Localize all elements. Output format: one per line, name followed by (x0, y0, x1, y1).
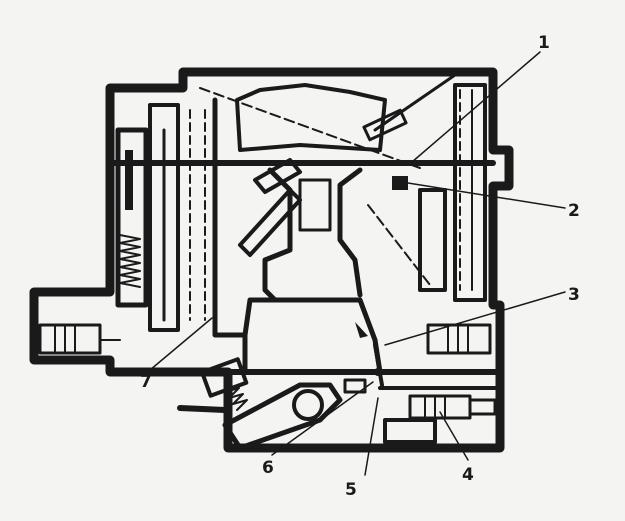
venturi-throat (298, 178, 332, 232)
flow-arrow (355, 322, 368, 338)
air-passage-long (199, 87, 421, 169)
idle-slot (343, 378, 367, 394)
leader-1 (411, 51, 541, 163)
leader-7 (149, 317, 213, 371)
stop-screw-spring (224, 387, 248, 411)
leader-4 (439, 411, 469, 461)
right-side-parts (383, 83, 497, 444)
screw-head-4 (468, 398, 497, 416)
pump-nozzle-tip (253, 158, 302, 194)
callout-labels: 1 2 3 4 5 6 7 (140, 33, 580, 500)
leader-6 (271, 381, 374, 456)
leader-2 (407, 182, 566, 209)
lower-right-passage (383, 418, 437, 444)
float-bowl-right (418, 188, 447, 292)
callout-3: 3 (568, 285, 580, 305)
callout-6: 6 (262, 458, 274, 478)
leader-3 (384, 291, 566, 346)
throttle-shaft (292, 389, 324, 421)
needle-valve-2 (392, 176, 408, 190)
mixture-screw-4-body (408, 394, 472, 420)
air-horn (235, 83, 387, 152)
progression-hole (374, 368, 382, 376)
float-needle (125, 150, 133, 210)
stop-screw-body (200, 357, 249, 398)
venturi-left-wall (262, 167, 293, 303)
throttle-arm (177, 405, 228, 413)
callout-4: 4 (462, 465, 474, 485)
callout-5: 5 (345, 480, 357, 500)
venturi-right-wall (337, 167, 363, 298)
throttle-lever (222, 382, 343, 451)
top-drilling (373, 73, 457, 132)
idle-jet-plug (38, 323, 102, 355)
housing-outer-wall (29, 67, 514, 453)
float-chamber (38, 103, 206, 355)
carburetor-body (29, 67, 514, 453)
main-jet-spring (119, 234, 141, 288)
upper-nozzle (362, 108, 408, 142)
pump-nozzle (238, 108, 408, 257)
callout-7: 7 (140, 372, 152, 392)
throttle-plate (373, 343, 384, 387)
leader-5 (364, 397, 379, 476)
air-passages (199, 73, 473, 291)
emulsion-tube (148, 103, 180, 332)
pump-nozzle-body (238, 188, 302, 257)
callout-2: 2 (568, 201, 580, 221)
throttle-linkage (177, 322, 384, 451)
leader-lines (149, 51, 566, 476)
float-needle-housing (115, 127, 149, 308)
pump-piston (453, 83, 487, 302)
float-chamber-wall (212, 97, 248, 375)
callout-1: 1 (538, 33, 550, 53)
